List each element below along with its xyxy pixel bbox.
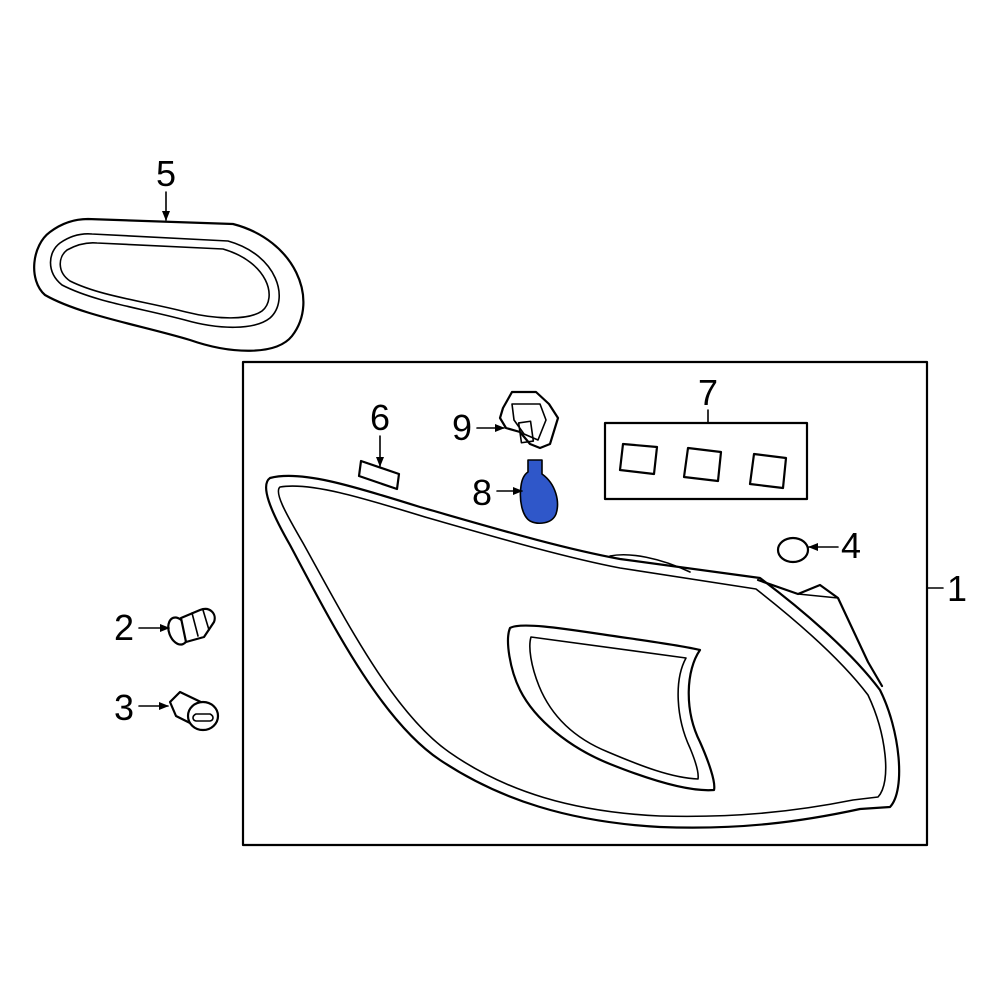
grommet-part[interactable] (168, 690, 220, 732)
callout-5: 5 (156, 153, 176, 194)
callout-3: 3 (114, 687, 134, 728)
callout-2: 2 (114, 607, 134, 648)
callout-7: 7 (698, 372, 718, 413)
callout-4: 4 (841, 525, 861, 566)
callout-8: 8 (472, 472, 492, 513)
tail-lamp-assembly[interactable] (265, 474, 901, 829)
retainer-part[interactable] (165, 607, 216, 647)
callout-9: 9 (452, 407, 472, 448)
callout-1: 1 (947, 568, 967, 609)
gasket-set-part[interactable] (603, 421, 809, 501)
socket-part[interactable] (498, 390, 560, 450)
pad-part[interactable] (357, 459, 401, 491)
bezel-part[interactable] (33, 217, 305, 352)
callout-6: 6 (370, 397, 390, 438)
assembly-box (241, 360, 929, 847)
bulb-part[interactable] (519, 459, 559, 524)
seal-part[interactable] (776, 536, 810, 564)
